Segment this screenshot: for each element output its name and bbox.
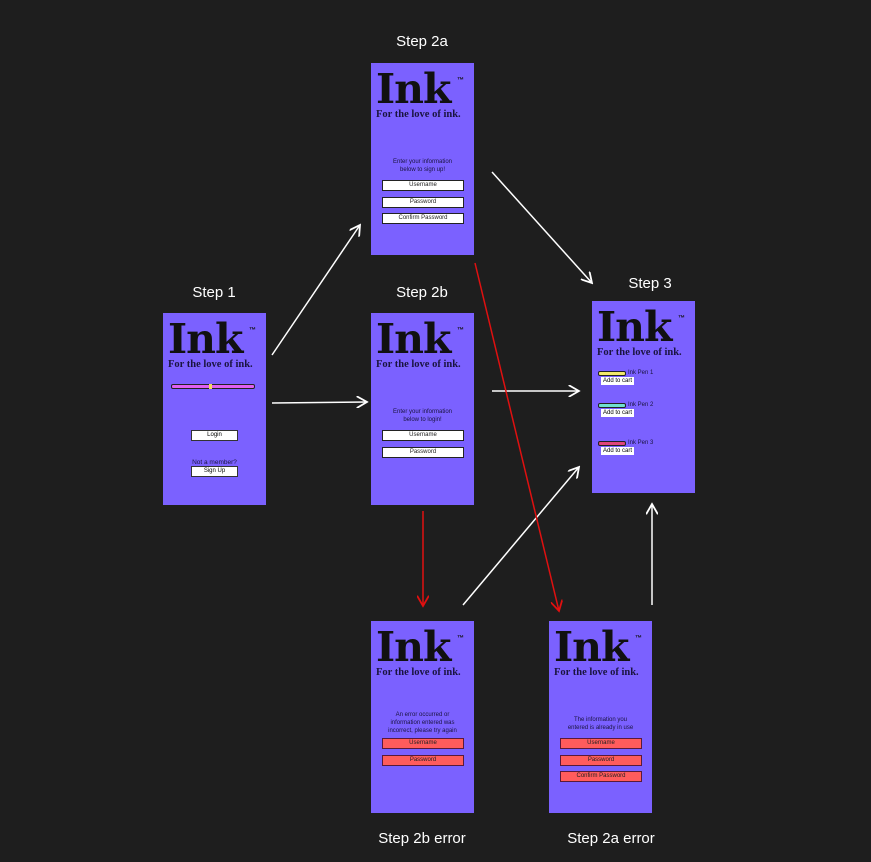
- trademark-symbol: ™: [249, 327, 256, 334]
- step1-frame: Ink ™ For the love of ink. Login Not a mem…: [163, 313, 266, 505]
- ink-logo: Ink: [597, 303, 672, 351]
- arrow-step1-to-2b: [271, 402, 367, 403]
- ink-logo: Ink: [376, 623, 451, 671]
- signup-button[interactable]: Sign Up: [191, 466, 238, 477]
- pen-image: [171, 384, 255, 389]
- password-input[interactable]: Password: [560, 755, 642, 766]
- password-input[interactable]: Password: [382, 197, 464, 208]
- trademark-symbol: ™: [457, 77, 464, 84]
- tagline: For the love of ink.: [597, 347, 682, 358]
- add-to-cart-button[interactable]: Add to cart: [601, 409, 635, 417]
- password-input[interactable]: Password: [382, 447, 464, 458]
- tagline: For the love of ink.: [168, 359, 253, 370]
- step3-label: Step 3: [628, 275, 672, 292]
- step2b-error-frame: Ink ™ For the love of ink. An error occurr…: [371, 621, 474, 813]
- step2a-frame: Ink ™ For the love of ink. Enter your info…: [371, 63, 474, 255]
- step1-label: Step 1: [192, 284, 236, 301]
- tagline: For the love of ink.: [376, 109, 461, 120]
- arrow-step2b-error-to-3: [462, 467, 579, 606]
- ink-logo: Ink: [376, 315, 451, 363]
- arrow-step2a-to-error: [474, 262, 559, 611]
- password-input[interactable]: Password: [382, 755, 464, 766]
- product-name: Ink Pen 3: [628, 440, 654, 446]
- step3-frame: Ink ™ For the love of ink. Ink Pen 1 Add t…: [592, 301, 695, 493]
- confirm-password-input[interactable]: Confirm Password: [560, 771, 642, 782]
- username-input[interactable]: Username: [382, 180, 464, 191]
- step2a-error-frame: Ink ™ For the love of ink. The information…: [549, 621, 652, 813]
- ink-logo: Ink: [376, 65, 451, 113]
- pen-icon: [598, 441, 626, 446]
- username-input[interactable]: Username: [382, 430, 464, 441]
- trademark-symbol: ™: [678, 315, 685, 322]
- pen-icon: [598, 403, 626, 408]
- tagline: For the love of ink.: [554, 667, 639, 678]
- step2a-label: Step 2a: [396, 33, 448, 50]
- trademark-symbol: ™: [457, 327, 464, 334]
- username-input[interactable]: Username: [382, 738, 464, 749]
- confirm-password-input[interactable]: Confirm Password: [382, 213, 464, 224]
- not-member-text: Not a member?: [192, 459, 237, 466]
- product-name: Ink Pen 1: [628, 370, 654, 376]
- ink-logo: Ink: [168, 315, 243, 363]
- add-to-cart-button[interactable]: Add to cart: [601, 447, 635, 455]
- arrow-step2a-to-3: [491, 171, 592, 283]
- username-input[interactable]: Username: [560, 738, 642, 749]
- add-to-cart-button[interactable]: Add to cart: [601, 377, 635, 385]
- trademark-symbol: ™: [457, 635, 464, 642]
- tagline: For the love of ink.: [376, 359, 461, 370]
- tagline: For the love of ink.: [376, 667, 461, 678]
- product-name: Ink Pen 2: [628, 402, 654, 408]
- arrow-step1-to-2a: [271, 225, 360, 356]
- step2a-error-label: Step 2a error: [567, 830, 655, 847]
- login-button[interactable]: Login: [191, 430, 238, 441]
- step2b-frame: Ink ™ For the love of ink. Enter your info…: [371, 313, 474, 505]
- step2b-error-label: Step 2b error: [378, 830, 466, 847]
- pen-band: [209, 384, 212, 389]
- ink-logo: Ink: [554, 623, 629, 671]
- trademark-symbol: ™: [635, 635, 642, 642]
- step2b-label: Step 2b: [396, 284, 448, 301]
- pen-icon: [598, 371, 626, 376]
